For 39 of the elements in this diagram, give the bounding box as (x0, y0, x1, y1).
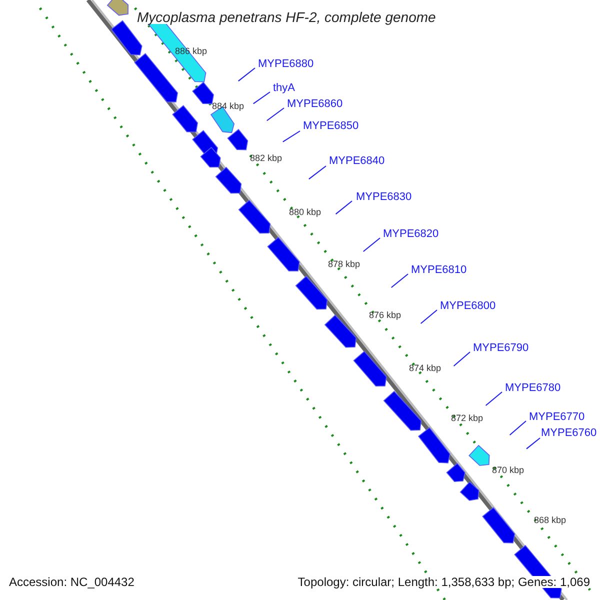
scale-label: 880 kbp (289, 208, 322, 217)
genome-summary: Topology: circular; Length: 1,358,633 bp; Genes: 1,069 (298, 576, 590, 588)
scale-label: 886 kbp (175, 47, 208, 56)
gene-label: MYPE6850 (303, 121, 359, 132)
scale-label: 868 kbp (534, 516, 566, 525)
gene-label: MYPE6790 (473, 343, 529, 354)
leader-line (266, 108, 284, 122)
gene-label: MYPE6860 (287, 99, 343, 110)
leader-line (453, 352, 470, 366)
leader-line (485, 392, 502, 406)
genome-title: Mycoplasma penetrans HF-2, complete genome (137, 10, 436, 24)
leader-line (308, 166, 326, 180)
gene-label: MYPE6800 (440, 301, 496, 312)
gene-label: MYPE6810 (411, 265, 467, 276)
leader-line (362, 238, 380, 252)
gene-label: MYPE6770 (529, 412, 585, 423)
scale-label: 878 kbp (328, 260, 360, 269)
leader-line (238, 68, 256, 82)
accession-text: Accession: NC_004432 (9, 576, 134, 588)
scale-label: 872 kbp (451, 414, 484, 423)
leader-line (509, 420, 526, 436)
gene-label: MYPE6780 (505, 383, 561, 394)
scale-label: 874 kbp (409, 364, 442, 373)
scale-label: 884 kbp (212, 102, 244, 111)
gene-label: MYPE6840 (329, 156, 385, 167)
gene-label: MYPE6830 (356, 192, 412, 203)
leader-line (390, 274, 408, 288)
scale-label: 876 kbp (369, 311, 402, 320)
gene-label: MYPE6760 (541, 428, 597, 439)
scale-label: 882 kbp (250, 154, 282, 163)
gene-label: MYPE6880 (258, 59, 314, 70)
leader-line (252, 92, 270, 104)
scale-label: 870 kbp (492, 466, 524, 475)
leader-line (420, 310, 438, 324)
leader-line (282, 130, 300, 142)
gene-label: thyA (273, 83, 296, 94)
gene-label: MYPE6820 (383, 229, 439, 240)
leader-line (526, 438, 540, 450)
leader-line (335, 200, 352, 215)
